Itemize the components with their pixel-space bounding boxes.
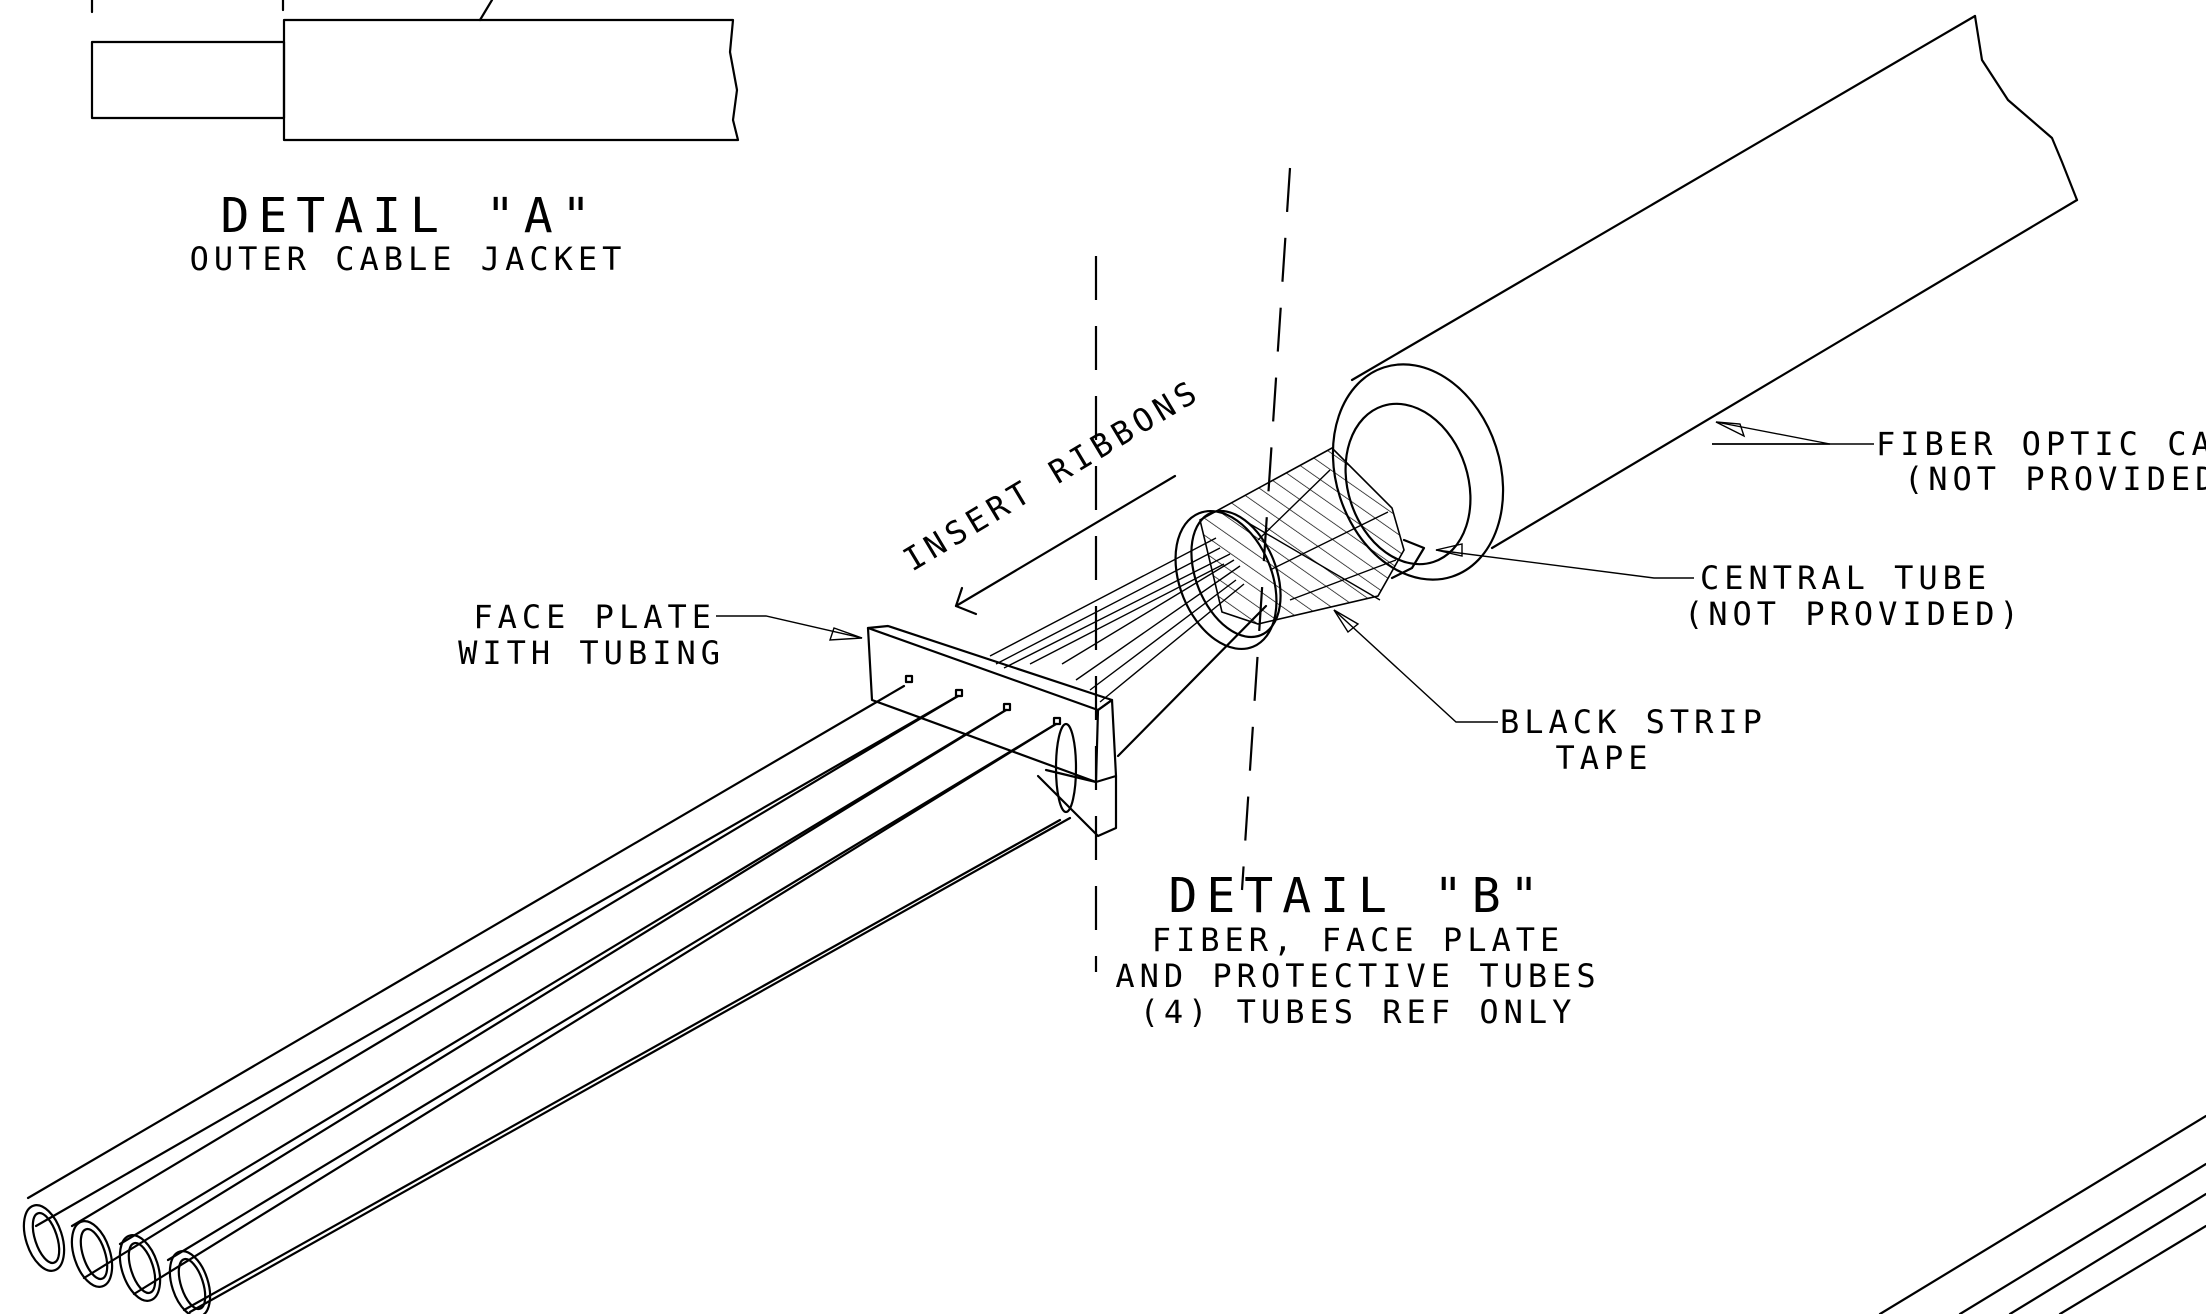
detail-a-jacket-drawing xyxy=(90,0,740,142)
fiber-optic-cable-label-line2: (NOT PROVIDED) xyxy=(1904,460,2206,498)
detail-b-label: DETAIL "B" FIBER, FACE PLATE AND PROTECT… xyxy=(1115,868,1600,1031)
central-tube xyxy=(1199,447,1426,625)
face-plate-label-line1: FACE PLATE xyxy=(473,598,716,636)
black-strip-tape-label-line2: TAPE xyxy=(1555,739,1652,777)
detail-b-line-3: (4) TUBES REF ONLY xyxy=(1140,993,1577,1031)
centerlines xyxy=(1094,167,1292,972)
detail-a-title: DETAIL "A" xyxy=(221,188,600,244)
protective-tubes xyxy=(22,684,1078,1314)
fiber-ribbons xyxy=(989,537,1268,758)
detail-b-line-1: FIBER, FACE PLATE xyxy=(1152,921,1565,959)
central-tube-leader: CENTRAL TUBE (NOT PROVIDED) xyxy=(1435,543,2024,633)
detail-a-label: DETAIL "A" OUTER CABLE JACKET xyxy=(190,188,627,278)
detail-b-line-2: AND PROTECTIVE TUBES xyxy=(1115,957,1600,995)
fiber-optic-cable xyxy=(1331,14,2079,581)
fiber-optic-cable-label-line1: FIBER OPTIC CABLE xyxy=(1876,425,2206,463)
fiber-optic-cable-leader: FIBER OPTIC CABLE (NOT PROVIDED) xyxy=(1712,421,2206,498)
black-strip-tape-label-line1: BLACK STRIP xyxy=(1500,703,1767,741)
detail-a-subtitle: OUTER CABLE JACKET xyxy=(190,240,627,278)
face-plate-leader: FACE PLATE WITH TUBING xyxy=(458,598,863,672)
central-tube-label-line1: CENTRAL TUBE xyxy=(1700,559,1991,597)
black-strip-tape-leader: BLACK STRIP TAPE xyxy=(1333,609,1767,777)
central-tube-label-line2: (NOT PROVIDED) xyxy=(1684,595,2024,633)
insert-ribbons-label: INSERT RIBBONS xyxy=(897,371,1208,579)
detail-b-title: DETAIL "B" xyxy=(1169,868,1548,924)
insert-ribbons-arrow: INSERT RIBBONS xyxy=(897,371,1208,616)
partial-tubes-bottom-right xyxy=(1878,1114,2206,1314)
fiber-collar-ring xyxy=(1174,509,1282,651)
face-plate-label-line2: WITH TUBING xyxy=(458,634,725,672)
face-plate xyxy=(866,624,1118,838)
